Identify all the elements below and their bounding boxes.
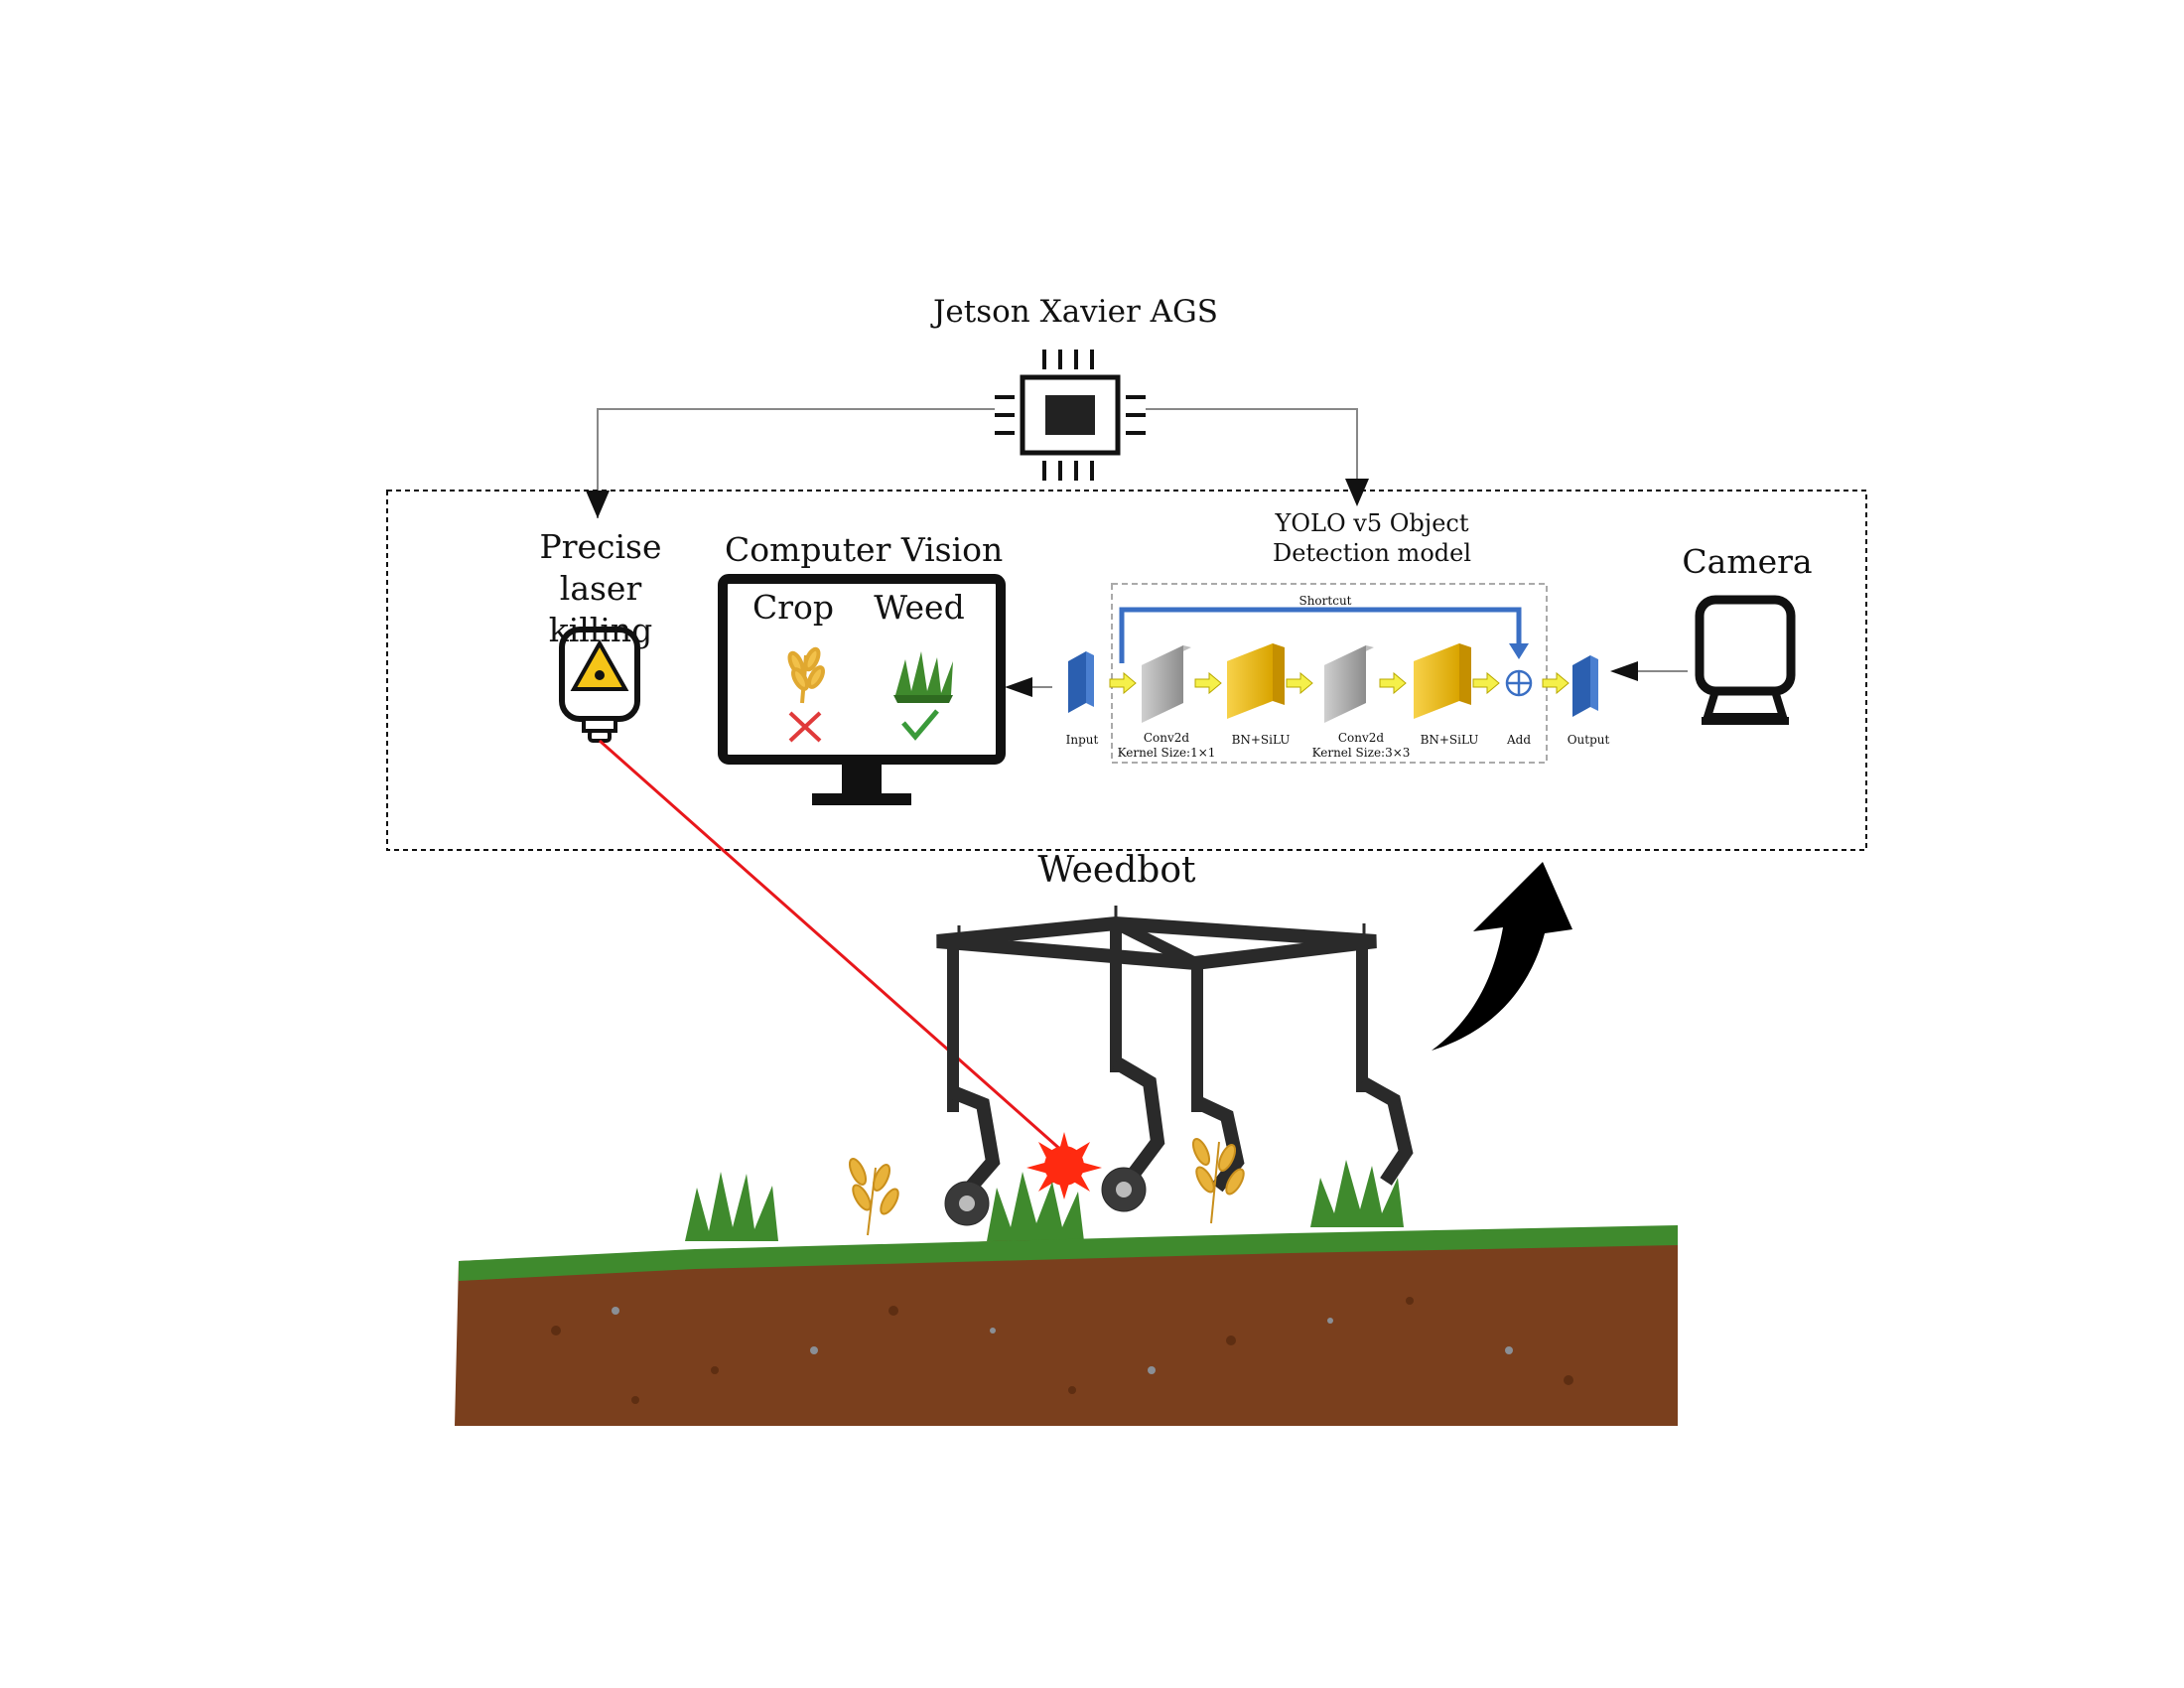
output-label: Output <box>1567 733 1610 747</box>
arrow-to-laser <box>586 491 610 518</box>
bn1-label: BN+SiLU <box>1231 733 1291 747</box>
output-tensor <box>1572 655 1598 717</box>
arrow-to-monitor <box>1005 677 1052 697</box>
add-label: Add <box>1506 733 1532 747</box>
camera-icon <box>1695 595 1796 725</box>
camera-label: Camera <box>1682 542 1813 581</box>
input-tensor <box>1068 651 1094 713</box>
wheat-crops <box>848 1138 1245 1236</box>
laser-beam <box>599 739 1073 1162</box>
chip-connectors <box>597 408 1358 518</box>
input-label: Input <box>1065 733 1099 747</box>
shortcut-arrow <box>1119 607 1522 663</box>
flow-arrows <box>1109 671 1570 695</box>
weedbot-robot <box>936 906 1414 1226</box>
bn-silu-layer-1 <box>1227 643 1285 719</box>
system-boundary <box>386 490 1867 851</box>
weedbot-label: Weedbot <box>1037 850 1196 891</box>
shortcut-label: Shortcut <box>1298 594 1352 608</box>
crop-label: Crop <box>751 588 835 627</box>
uplink-arrow-icon <box>1432 862 1572 1051</box>
conv2-label: Conv2d Kernel Size:3×3 <box>1311 731 1411 760</box>
yolo-block <box>1111 583 1548 764</box>
laser-module-icon <box>559 627 640 743</box>
conv1-label: Conv2d Kernel Size:1×1 <box>1117 731 1216 760</box>
bn-silu-layer-2 <box>1414 643 1471 719</box>
crop-wheat-icon <box>787 646 825 704</box>
weed-grass-icon <box>893 651 953 703</box>
arrow-to-yolo <box>1345 479 1369 506</box>
laser-label: Precise laser killing <box>539 527 662 649</box>
laser-hit-burst <box>1026 1132 1102 1199</box>
yolo-label: YOLO v5 Object Detection model <box>1272 509 1472 567</box>
conv2d-1x1-layer <box>1142 645 1191 723</box>
accept-check-icon <box>901 709 939 741</box>
weed-label: Weed <box>874 588 965 627</box>
conv2d-3x3-layer <box>1324 645 1374 723</box>
reject-cross-icon <box>788 711 822 743</box>
arrow-from-camera <box>1610 661 1688 681</box>
soil-ground <box>455 1225 1678 1426</box>
bn2-label: BN+SiLU <box>1420 733 1479 747</box>
chip-icon <box>995 350 1146 481</box>
add-operator-icon <box>1505 669 1533 697</box>
computer-vision-label: Computer Vision <box>725 530 1004 569</box>
diagram-title: Jetson Xavier AGS <box>933 294 1219 330</box>
weed-plants <box>685 1160 1404 1241</box>
